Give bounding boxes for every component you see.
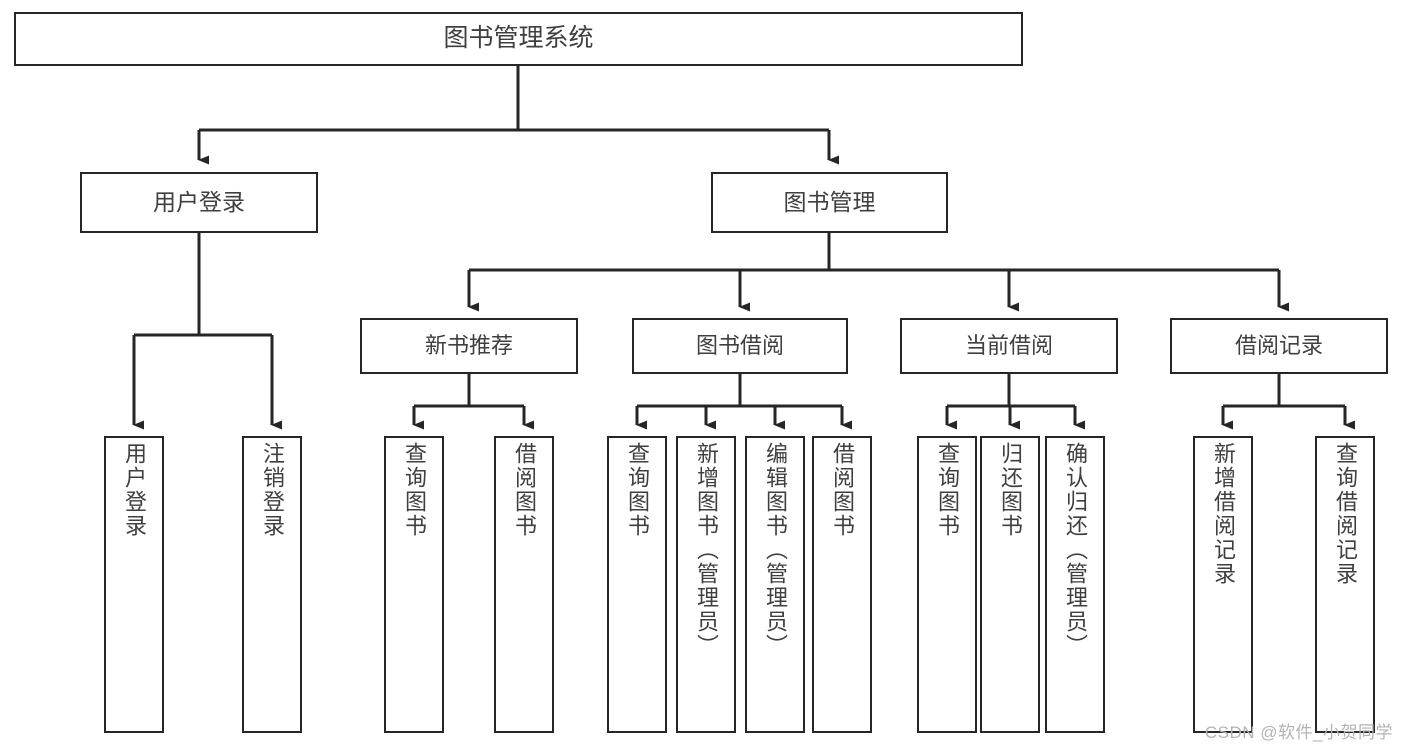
node-book-borrow[interactable]: 图书借阅 (632, 318, 848, 374)
node-leaf-user-login-label: 用户登录 (122, 442, 147, 538)
node-current-borrow[interactable]: 当前借阅 (900, 318, 1118, 374)
node-leaf-confirm-return-label: 确认归还（管理员） (1063, 442, 1088, 658)
node-leaf-borrow-book-2[interactable]: 借阅图书 (812, 436, 872, 733)
node-book-manage-label: 图书管理 (783, 188, 876, 215)
node-new-book-rec-label: 新书推荐 (424, 333, 513, 359)
node-leaf-query-record-label: 查询借阅记录 (1333, 442, 1358, 586)
node-leaf-add-book[interactable]: 新增图书（管理员） (676, 436, 736, 733)
node-book-manage[interactable]: 图书管理 (711, 172, 948, 233)
node-leaf-user-login[interactable]: 用户登录 (104, 436, 164, 733)
node-leaf-query-book-3[interactable]: 查询图书 (917, 436, 977, 733)
node-leaf-add-book-label: 新增图书（管理员） (694, 442, 719, 658)
node-current-borrow-label: 当前借阅 (964, 333, 1053, 359)
node-leaf-query-book-2-label: 查询图书 (625, 442, 650, 538)
node-borrow-record[interactable]: 借阅记录 (1170, 318, 1388, 374)
node-leaf-edit-book-label: 编辑图书（管理员） (763, 442, 788, 658)
node-book-borrow-label: 图书借阅 (695, 333, 784, 359)
node-leaf-query-record[interactable]: 查询借阅记录 (1315, 436, 1375, 733)
node-leaf-confirm-return[interactable]: 确认归还（管理员） (1045, 436, 1105, 733)
node-leaf-query-book-1[interactable]: 查询图书 (384, 436, 444, 733)
node-leaf-add-record[interactable]: 新增借阅记录 (1193, 436, 1253, 733)
node-user-login[interactable]: 用户登录 (80, 172, 318, 233)
node-user-login-label: 用户登录 (153, 188, 245, 215)
node-leaf-borrow-book-2-label: 借阅图书 (830, 442, 855, 538)
node-borrow-record-label: 借阅记录 (1234, 333, 1323, 359)
node-leaf-return-book[interactable]: 归还图书 (980, 436, 1040, 733)
node-leaf-query-book-1-label: 查询图书 (402, 442, 427, 538)
node-new-book-rec[interactable]: 新书推荐 (360, 318, 578, 374)
node-leaf-borrow-book-1[interactable]: 借阅图书 (494, 436, 554, 733)
node-leaf-user-logout[interactable]: 注销登录 (242, 436, 302, 733)
node-leaf-return-book-label: 归还图书 (998, 442, 1023, 538)
watermark: CSDN @软件_小贺同学 (1204, 723, 1393, 742)
node-leaf-user-logout-label: 注销登录 (260, 442, 285, 538)
node-leaf-add-record-label: 新增借阅记录 (1211, 442, 1236, 586)
node-root[interactable]: 图书管理系统 (14, 12, 1023, 66)
node-leaf-borrow-book-1-label: 借阅图书 (512, 442, 537, 538)
node-leaf-query-book-2[interactable]: 查询图书 (607, 436, 667, 733)
node-leaf-edit-book[interactable]: 编辑图书（管理员） (745, 436, 805, 733)
node-root-label: 图书管理系统 (443, 24, 594, 53)
node-leaf-query-book-3-label: 查询图书 (935, 442, 960, 538)
